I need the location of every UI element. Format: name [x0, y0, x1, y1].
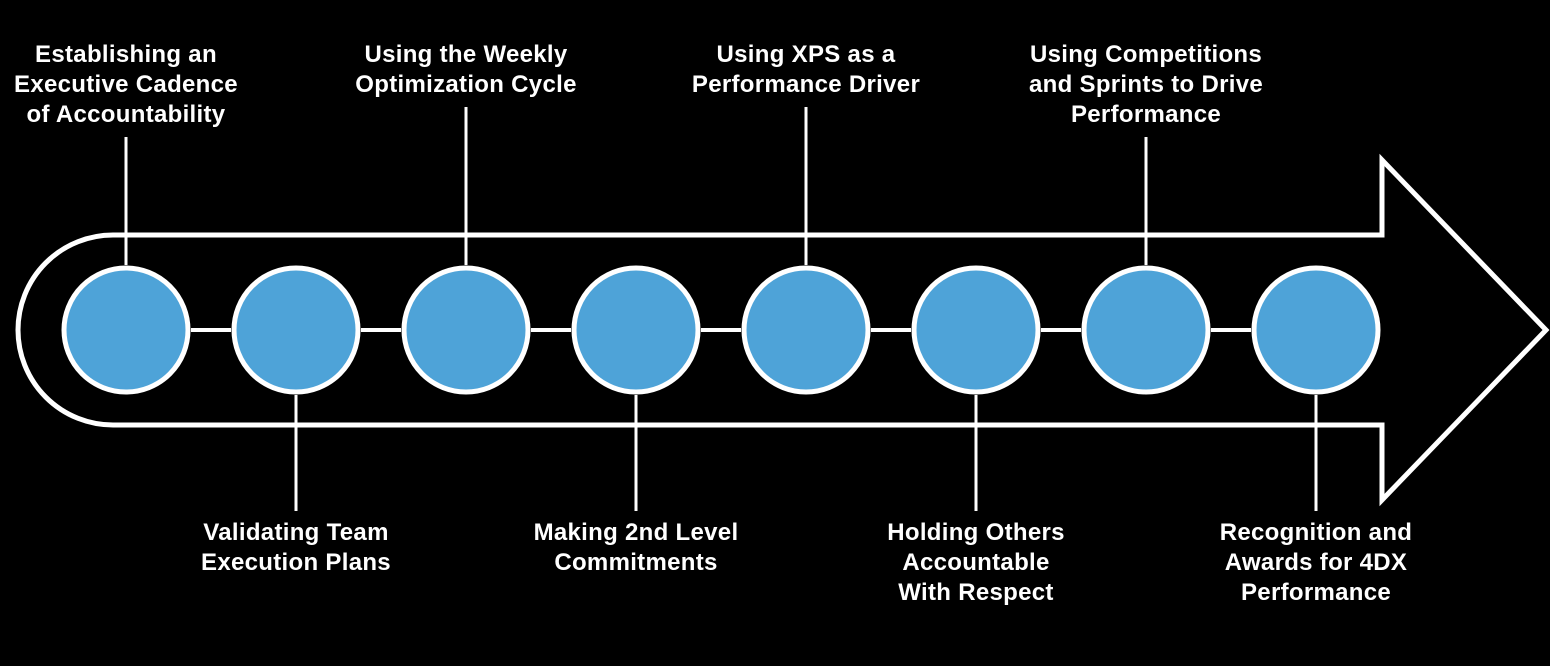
step-circle-4	[571, 265, 701, 395]
step-circle-7	[1081, 265, 1211, 395]
step-label-line: Awards for 4DX	[1224, 549, 1408, 576]
step-label-line: Execution Plans	[201, 549, 391, 576]
step-label-line: of Accountability	[26, 101, 226, 128]
step-label-line: Holding Others	[887, 519, 1065, 546]
step-label-line: Using the Weekly	[364, 41, 568, 68]
step-circle-3	[401, 265, 531, 395]
step-label-line: Using XPS as a	[716, 41, 896, 68]
step-circle-1	[61, 265, 191, 395]
step-circle-6	[911, 265, 1041, 395]
step-circle-8	[1251, 265, 1381, 395]
arrow-outline	[15, 153, 1550, 507]
step-label-line: Using Competitions	[1029, 41, 1263, 68]
step-label-1: Establishing an Executive Cadence of Accou…	[14, 40, 238, 130]
step-label-line: Performance Driver	[691, 71, 921, 98]
step-label-line: Executive Cadence	[14, 71, 238, 98]
step-label-line: With Respect	[898, 579, 1054, 606]
step-label-line: Recognition and	[1219, 519, 1413, 546]
step-label-line: Optimization Cycle	[355, 71, 577, 98]
step-circle-5	[741, 265, 871, 395]
step-label-line: Validating Team	[203, 519, 389, 546]
step-label-line: Performance	[1240, 579, 1392, 606]
step-label-line: Commitments	[554, 549, 718, 576]
step-circle-2	[231, 265, 361, 395]
step-label-5: Using XPS as a Performance Driver	[692, 40, 920, 100]
step-label-line: Making 2nd Level	[533, 519, 739, 546]
step-label-line: Performance	[1070, 101, 1222, 128]
step-label-line: Accountable	[902, 549, 1050, 576]
step-label-line: and Sprints to Drive	[1028, 71, 1264, 98]
step-label-line: Establishing an	[35, 41, 217, 68]
